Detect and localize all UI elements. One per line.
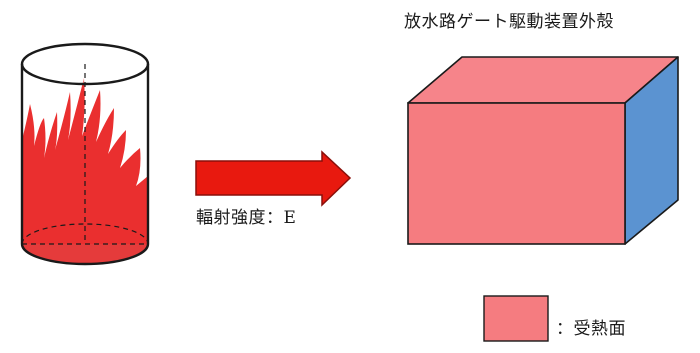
cylinder-bottom-rim-back: [21, 223, 149, 245]
fire-source-cylinder-icon: [20, 42, 150, 266]
box-title-label: 放水路ゲート駆動装置外殻: [404, 12, 614, 32]
radiation-intensity-label: 輻射強度：E: [196, 208, 297, 228]
box-front-face: [407, 102, 626, 245]
cylinder-bottom-rim-front: [20, 243, 150, 266]
legend-swatch-heat-receiving-surface: [483, 295, 549, 342]
legend-label: ：受熱面: [556, 319, 626, 339]
flame-shape: [22, 78, 148, 244]
radiation-arrow-icon: [195, 150, 352, 207]
gate-drive-shell-box: [407, 56, 679, 245]
